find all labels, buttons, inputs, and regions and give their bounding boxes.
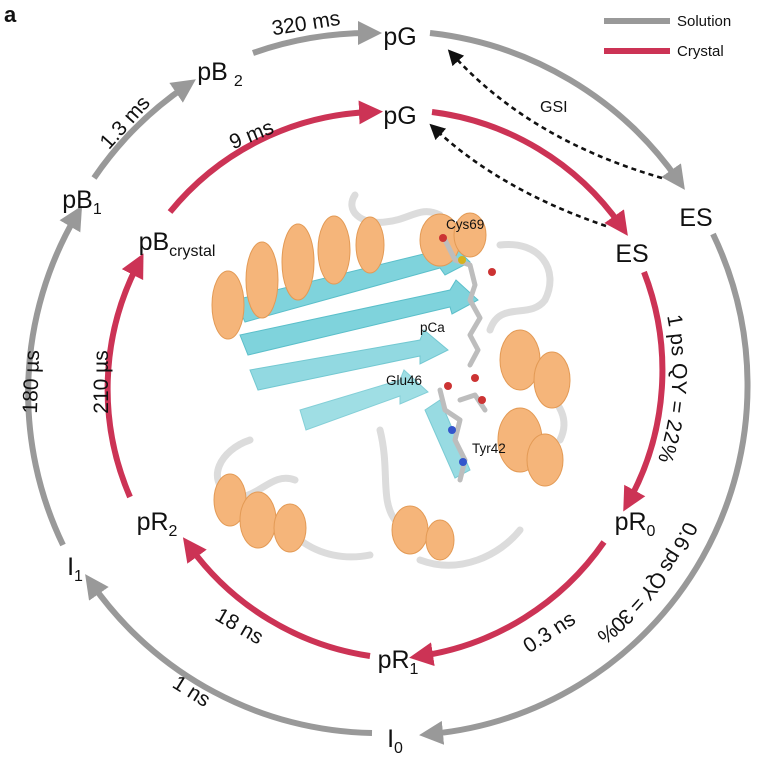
- gsi-arrows: [429, 49, 663, 228]
- protein-structure-illustration: [211, 191, 571, 569]
- arrow-pg-es-solution: [429, 30, 685, 190]
- arrow-pb2-pg-solution: [252, 20, 382, 56]
- rate-i1-pb1-solution: 180 µs: [19, 350, 44, 414]
- arrow-i1-pb1-solution: [25, 205, 83, 547]
- arrow-pr0-pr1-crystal: [409, 540, 607, 667]
- rate-pb1-pb2-solution: 1.3 ms: [96, 92, 155, 154]
- state-pbcrystal: pBcrystal: [139, 228, 216, 260]
- legend: Solution Crystal: [604, 13, 731, 60]
- legend-solution-label: Solution: [677, 13, 731, 30]
- state-es-crystal: ES: [615, 240, 648, 268]
- rate-pbc-pg-crystal: 9 ms: [226, 116, 277, 154]
- inner-cycle: [104, 100, 666, 667]
- arrow-i0-i1-solution: [85, 574, 373, 736]
- gsi-arrow-solution: [447, 49, 663, 180]
- state-pr2-crystal: pR2: [137, 508, 178, 540]
- legend-crystal-label: Crystal: [677, 43, 724, 60]
- gsi-label: GSI: [540, 99, 568, 116]
- arrow-pbc-pg-crystal: [167, 100, 383, 214]
- state-pr1-crystal: pR1: [378, 646, 419, 678]
- panel-label: a: [4, 2, 17, 27]
- state-es-solution: ES: [679, 204, 712, 232]
- outer-cycle: [25, 20, 751, 745]
- state-pg-solution: pG: [383, 23, 416, 51]
- arrow-pb1-pb2-solution: [91, 79, 196, 180]
- residue-label-tyr42: Tyr42: [472, 441, 506, 456]
- rate-pr2-pbc-crystal: 210 µs: [90, 350, 113, 413]
- arrow-pr1-pr2-crystal: [182, 537, 371, 659]
- residue-label-pca: pCa: [420, 320, 445, 335]
- state-pr0-crystal: pR0: [615, 508, 656, 540]
- state-pg-crystal: pG: [383, 102, 416, 130]
- residue-label-cys69: Cys69: [446, 217, 484, 232]
- arrow-pg-es-crystal: [431, 109, 628, 236]
- arrow-es-pr0-crystal: [623, 270, 666, 512]
- state-pb1-solution: pB1: [62, 186, 102, 218]
- arrow-es-i0-solution: [419, 232, 751, 745]
- rate-i0-i1-solution: 1 ns: [169, 671, 215, 712]
- residue-label-glu46: Glu46: [386, 373, 422, 388]
- arrow-pr2-pbc-crystal: [104, 253, 144, 499]
- state-i1-solution: I1: [67, 553, 83, 585]
- state-i0-solution: I0: [387, 725, 403, 757]
